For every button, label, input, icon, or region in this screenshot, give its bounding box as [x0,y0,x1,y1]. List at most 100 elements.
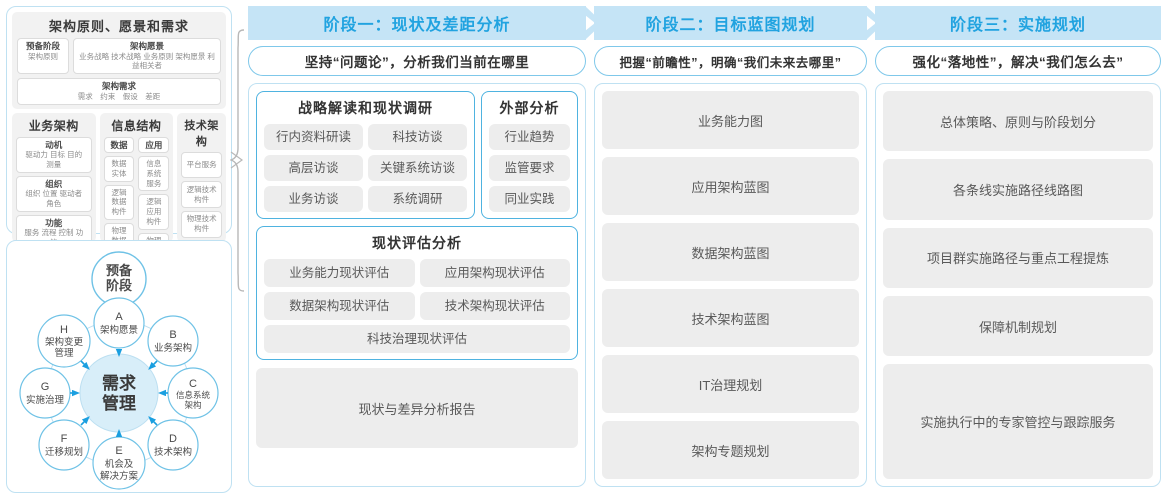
chip-item[interactable]: 技术架构现状评估 [419,292,570,320]
chip-item[interactable]: 关键系统访谈 [368,155,467,181]
adm-center-requirements [79,353,159,433]
adm-node-g [19,367,71,419]
list-item[interactable]: 应用架构蓝图 [602,157,859,215]
external-analysis-box: 外部分析 行业趋势 监管要求 同业实践 [481,91,578,219]
chip-item[interactable]: 科技访谈 [368,124,467,150]
organization-cell: 组织 组织 位置 驱动者 角色 [16,175,92,212]
list-item[interactable]: 数据架构蓝图 [602,223,859,281]
brace-connector-icon [230,29,245,292]
phase-1-header-label: 阶段一：现状及差距分析 [323,17,511,34]
svg-text:管理: 管理 [54,347,74,359]
application-head-cell: 应用 [138,136,170,154]
phase-column-3: 阶段三：实施规划 强化“落地性”，解决“我们怎么去” 总体策略、原则与阶段划分 … [875,6,1161,487]
svg-text:A: A [115,311,123,323]
chip-item[interactable]: 业务访谈 [264,186,363,212]
svg-text:架构变更: 架构变更 [45,336,84,348]
svg-text:预备: 预备 [106,263,133,278]
phase-2-header: 阶段二：目标蓝图规划 [594,6,884,40]
requirements-sub: 需求 约束 假设 差距 [77,91,161,101]
chip-item[interactable]: 系统调研 [368,186,467,212]
technology-architecture-head: 技术架构 [184,119,219,148]
list-item[interactable]: 项目群实施路径与重点工程提炼 [883,227,1153,289]
svg-text:管理: 管理 [102,393,136,413]
business-architecture-head: 业务架构 [28,118,79,133]
information-structure-column: 信息结构 数据 数据实体 逻辑数据构件 [99,112,174,268]
list-item[interactable]: 架构专题规划 [602,421,859,479]
requirements-cell: 架构需求 需求 约束 假设 差距 [17,78,221,105]
architecture-principles-group: 架构原则、愿景和需求 预备阶段 架构原则 架构愿景 业务战略 技术战略 业务原则… [12,12,226,109]
list-item[interactable]: 保障机制规划 [883,296,1153,357]
chip-item[interactable]: 业务能力现状评估 [264,259,415,287]
chip-item[interactable]: 高层访谈 [264,155,363,181]
chip-item-wide[interactable]: 科技治理现状评估 [264,325,570,353]
phase-3-header-label: 阶段三：实施规划 [949,17,1086,34]
svg-text:F: F [61,433,68,445]
svg-text:机会及: 机会及 [105,458,134,470]
logical-data-cell: 逻辑数据构件 [103,184,135,220]
external-analysis-chips: 行业趋势 监管要求 同业实践 [489,124,570,212]
togaf-adm-cycle-panel: 预备 阶段 需求 管理 A 架构愿景 B 业务架构 C [6,240,232,493]
phase-2-subtitle: 把握“前瞻性”，明确“我们未来去哪里” [594,46,867,76]
list-item[interactable]: 实施执行中的专家管控与跟踪服务 [883,364,1153,480]
list-item[interactable]: IT治理规划 [602,355,859,413]
svg-text:架构: 架构 [184,400,201,410]
svg-text:技术架构: 技术架构 [154,446,192,458]
phase-1-body: 战略解读和现状调研 行内资料研读 科技访谈 高层访谈 关键系统访谈 业务访谈 系… [248,83,586,487]
svg-text:E: E [115,445,122,457]
current-state-assessment-title: 现状评估分析 [372,235,462,251]
phase-1-row-1: 战略解读和现状调研 行内资料研读 科技访谈 高层访谈 关键系统访谈 业务访谈 系… [256,91,578,219]
motivation-cell: 动机 驱动力 目标 目的 测量 [16,136,92,173]
chevron-right-icon [585,6,603,40]
information-system-service-cell: 信息系统服务 [138,156,170,192]
chip-item[interactable]: 数据架构现状评估 [264,292,415,320]
adm-node-d [147,419,199,471]
togaf-domain-columns: 业务架构 动机 驱动力 目标 目的 测量 组织 组织 位置 驱动者 角色 功能 [12,112,226,268]
list-item[interactable]: 业务能力图 [602,91,859,149]
chip-item[interactable]: 行业趋势 [489,124,570,150]
phase-3-subtitle: 强化“落地性”，解决“我们怎么去” [875,46,1161,76]
phase-3-body: 总体策略、原则与阶段划分 各条线实施路径线路图 项目群实施路径与重点工程提炼 保… [875,83,1161,487]
togaf-title: 架构原则、愿景和需求 [48,19,189,34]
platform-service-cell: 平台服务 [181,151,222,179]
chip-item[interactable]: 行内资料研读 [264,124,363,150]
chip-item[interactable]: 应用架构现状评估 [419,259,570,287]
svg-text:业务架构: 业务架构 [154,342,192,354]
prelim-title: 预备阶段 [25,41,60,51]
list-item[interactable]: 技术架构蓝图 [602,289,859,347]
togaf-reference-column: 架构原则、愿景和需求 预备阶段 架构原则 架构愿景 业务战略 技术战略 业务原则… [6,6,245,493]
logical-technology-cell: 逻辑技术构件 [181,181,222,208]
current-state-assessment-chips: 业务能力现状评估 应用架构现状评估 数据架构现状评估 技术架构现状评估 [264,259,570,320]
adm-node-b [147,315,199,367]
strategy-research-chips: 行内资料研读 科技访谈 高层访谈 关键系统访谈 业务访谈 系统调研 [264,124,467,212]
svg-text:实施治理: 实施治理 [26,394,65,406]
adm-node-h [37,314,91,368]
phase-2-header-label: 阶段二：目标蓝图规划 [645,17,816,34]
phase-3-header: 阶段三：实施规划 [875,6,1161,40]
svg-text:需求: 需求 [102,373,136,393]
current-state-assessment-box: 现状评估分析 业务能力现状评估 应用架构现状评估 数据架构现状评估 技术架构现状… [256,226,578,360]
technology-architecture-column: 技术架构 平台服务 逻辑技术构件 物理技术构件 [177,112,226,242]
svg-text:迁移规划: 迁移规划 [45,446,83,458]
svg-text:解决方案: 解决方案 [100,470,139,482]
vision-cell: 架构愿景 业务战略 技术战略 业务原则 架构愿景 利益相关者 [73,38,221,75]
strategy-research-title: 战略解读和现状调研 [298,100,433,116]
phase-2-body: 业务能力图 应用架构蓝图 数据架构蓝图 技术架构蓝图 IT治理规划 架构专题规划 [594,83,867,487]
information-structure-head: 信息结构 [111,118,162,133]
chip-item[interactable]: 同业实践 [489,186,570,212]
requirements-title: 架构需求 [101,81,136,92]
list-item[interactable]: 各条线实施路径线路图 [883,159,1153,220]
list-item[interactable]: 总体策略、原则与阶段划分 [883,91,1153,152]
data-head-cell: 数据 [103,136,135,154]
gap-analysis-report-chip[interactable]: 现状与差异分析报告 [256,368,578,448]
logical-application-cell: 逻辑应用构件 [138,194,170,230]
data-entity-cell: 数据实体 [103,156,135,182]
svg-text:架构愿景: 架构愿景 [100,324,138,336]
chip-item[interactable]: 监管要求 [489,155,570,181]
strategy-research-box: 战略解读和现状调研 行内资料研读 科技访谈 高层访谈 关键系统访谈 业务访谈 系… [256,91,475,219]
adm-node-f [38,419,90,471]
svg-text:信息系统: 信息系统 [176,390,211,400]
adm-node-a [93,297,145,349]
togaf-content-framework-panel: 架构原则、愿景和需求 预备阶段 架构原则 架构愿景 业务战略 技术战略 业务原则… [6,6,232,291]
prelim-cell: 预备阶段 架构原则 [17,38,69,75]
